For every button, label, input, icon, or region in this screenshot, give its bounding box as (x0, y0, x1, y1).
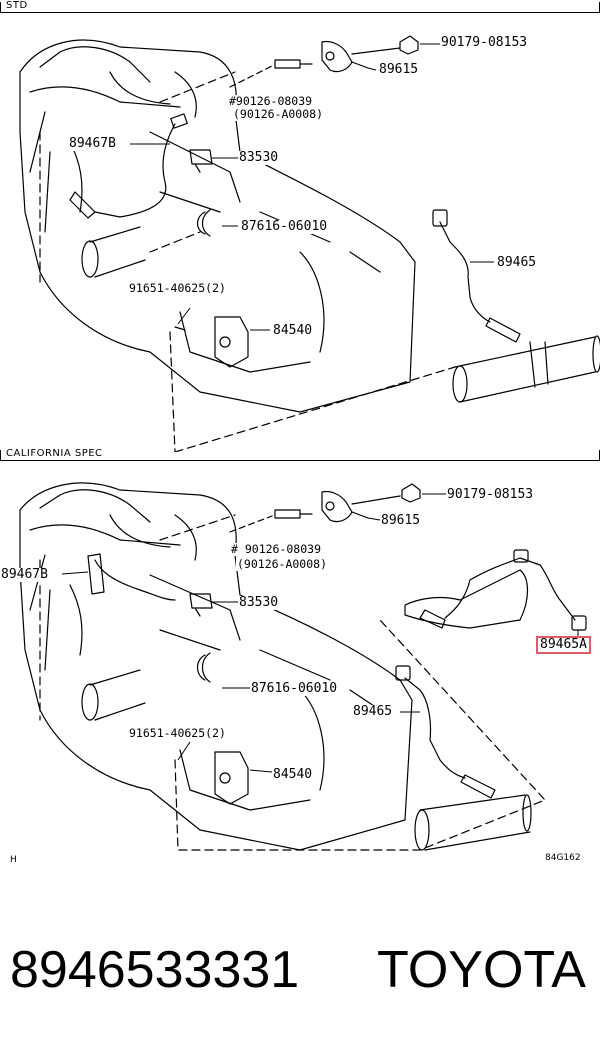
label-screw: 91651-40625(2) (128, 281, 227, 295)
label-oxygen-sensor: 89465 (352, 704, 394, 719)
bolt-part (274, 59, 313, 69)
label-knock-sensor: 89615 (380, 513, 422, 528)
position-sensor (214, 751, 249, 805)
boundary-dashed (39, 514, 546, 851)
section-header-std: STD (6, 0, 28, 11)
label-bolt-line1: #90126-08039 (228, 94, 314, 108)
bolt-part (274, 509, 313, 519)
clip-part (401, 483, 421, 503)
position-sensor (214, 316, 249, 368)
label-bolt-line2: (90126-A0008) (232, 107, 325, 121)
label-knock-sensor: 89615 (378, 62, 420, 77)
oil-switch (189, 593, 213, 617)
corner-mark-left: H (10, 855, 17, 865)
oxygen-sensor-wire (439, 221, 491, 323)
label-oil-switch: 83530 (238, 595, 280, 610)
oxygen-sensor-wire (404, 677, 466, 779)
section-divider (0, 12, 600, 13)
divider-tick-left (0, 450, 1, 460)
intake-tube (89, 226, 146, 278)
divider-tick-left (0, 2, 1, 12)
label-position-sensor: 84540 (272, 767, 314, 782)
california-parts-diagram (19, 482, 587, 851)
exhaust-pipe (419, 794, 531, 851)
engine-block (19, 39, 416, 413)
label-oil-switch: 83530 (238, 150, 280, 165)
label-oxygen-sensor: 89465 (496, 255, 538, 270)
label-clamp: 87616-06010 (250, 681, 339, 696)
footer: 8946533331 TOYOTA (0, 935, 600, 1015)
section-header-california: CALIFORNIA SPEC (6, 448, 103, 459)
label-bolt-line2: (90126-A0008) (236, 557, 329, 571)
label-screw: 91651-40625(2) (128, 726, 227, 740)
label-clip: 90179-08153 (446, 487, 535, 502)
engine-block (19, 482, 413, 851)
clamp-part (196, 209, 211, 237)
exhaust-pipe (454, 336, 596, 403)
boundary-dashed (39, 71, 456, 452)
label-clip: 90179-08153 (440, 35, 529, 50)
label-highlighted-part[interactable]: 89465A (536, 636, 591, 654)
label-sensor-b: 89467B (0, 567, 49, 582)
intake-tube (89, 669, 146, 721)
label-position-sensor: 84540 (272, 323, 314, 338)
part-number: 8946533331 (10, 941, 300, 999)
diagram-code: 84G162 (545, 853, 581, 863)
clip-part (399, 35, 419, 55)
sensor-b-wire (94, 559, 176, 601)
label-sensor-b: 89467B (68, 136, 117, 151)
highlighted-sensor-wire (444, 557, 576, 621)
label-clamp: 87616-06010 (240, 219, 329, 234)
label-bolt-line1: # 90126-08039 (230, 542, 323, 556)
clamp-part (196, 652, 211, 683)
oil-switch (189, 149, 213, 173)
section-divider (0, 460, 600, 461)
brand-name: TOYOTA (377, 941, 586, 999)
sensor-b-wire (94, 123, 176, 218)
